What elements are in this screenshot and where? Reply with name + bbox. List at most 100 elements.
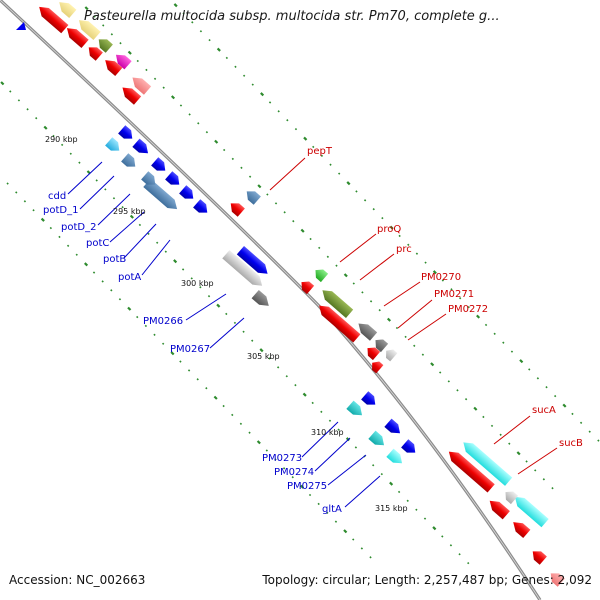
gene-label-PM0273[interactable]: PM0273: [262, 453, 302, 464]
gene-label-PM0266[interactable]: PM0266: [143, 316, 183, 327]
gene-label-pepT[interactable]: pepT: [307, 146, 333, 157]
gene-cyan-arrow[interactable]: [511, 493, 549, 528]
tick-mark: [188, 113, 191, 116]
tick-mark: [346, 181, 351, 186]
gene-cyan-arrow[interactable]: [460, 438, 513, 486]
tick-mark: [294, 127, 298, 131]
tick-mark: [265, 449, 268, 452]
gene-label-proQ[interactable]: proQ: [377, 224, 401, 235]
tick-mark: [242, 74, 246, 77]
gene-dgray-arrow[interactable]: [251, 289, 273, 310]
gene-steel-arrow[interactable]: [143, 178, 180, 214]
tick-mark: [545, 386, 548, 389]
gene-blue-arrow[interactable]: [401, 439, 419, 456]
gene-lgray-arrow[interactable]: [383, 347, 398, 362]
tick-mark: [493, 332, 496, 335]
gene-label-prc[interactable]: prc: [396, 244, 412, 255]
tick-mark: [510, 350, 514, 353]
gene-red-arrow[interactable]: [364, 344, 381, 361]
gene-steel-arrow[interactable]: [141, 171, 159, 188]
gene-label-gltA[interactable]: gltA: [322, 504, 342, 515]
tick-mark: [302, 392, 307, 397]
tick-mark: [320, 410, 323, 414]
gene-blue-arrow[interactable]: [165, 171, 183, 188]
gene-label-potC[interactable]: potC: [86, 238, 109, 249]
label-leader-lines: [67, 157, 558, 508]
gene-label-potD_2[interactable]: potD_2: [61, 222, 96, 233]
gene-steel-arrow[interactable]: [121, 153, 139, 170]
tick-mark: [84, 6, 89, 11]
gene-red-arrow[interactable]: [102, 56, 123, 77]
gene-khaki-arrow[interactable]: [75, 16, 101, 41]
tick-mark: [119, 42, 122, 45]
tick-mark: [571, 412, 574, 416]
gene-blue-arrow[interactable]: [179, 185, 197, 202]
gene-sky-arrow[interactable]: [105, 137, 123, 154]
gene-pink-arrow[interactable]: [547, 569, 565, 587]
gene-red-arrow[interactable]: [529, 547, 547, 565]
gene-red-arrow[interactable]: [298, 278, 315, 295]
gene-label-cdd[interactable]: cdd: [48, 191, 66, 202]
gene-khaki-arrow[interactable]: [56, 0, 77, 19]
gene-blue-arrow[interactable]: [151, 157, 169, 174]
gene-teal-arrow[interactable]: [346, 400, 365, 420]
tick-mark: [161, 342, 165, 345]
gene-dgray-arrow[interactable]: [355, 319, 378, 341]
gene-red-arrow[interactable]: [369, 359, 384, 374]
gene-steel-arrow[interactable]: [243, 187, 261, 205]
gene-olive-arrow[interactable]: [319, 286, 354, 318]
gene-blue-arrow[interactable]: [118, 125, 136, 142]
gene-dgray-arrow[interactable]: [372, 336, 389, 353]
tick-mark: [300, 228, 305, 233]
gene-label-potD_1[interactable]: potD_1: [43, 205, 78, 216]
gene-label-PM0274[interactable]: PM0274: [274, 467, 314, 478]
gene-lgray-arrow[interactable]: [222, 250, 265, 290]
kbp-label: 295 kbp: [113, 207, 146, 216]
gene-red-arrow[interactable]: [85, 43, 103, 61]
gene-magenta-arrow[interactable]: [112, 51, 132, 70]
gene-pink-arrow[interactable]: [129, 73, 152, 95]
gene-label-potB[interactable]: potB: [103, 254, 126, 265]
gene-red-arrow[interactable]: [63, 24, 89, 49]
gene-blue-arrow[interactable]: [236, 246, 271, 278]
leader-line: [314, 437, 351, 472]
gene-red-arrow[interactable]: [486, 497, 510, 520]
gene-label-PM0267[interactable]: PM0267: [170, 344, 210, 355]
gene-label-sucA[interactable]: sucA: [532, 405, 556, 416]
tick-mark: [343, 273, 348, 278]
gene-red-arrow[interactable]: [316, 301, 361, 343]
tick-mark: [441, 535, 444, 538]
gene-blue-arrow[interactable]: [193, 199, 211, 216]
gene-red-arrow[interactable]: [119, 83, 142, 105]
gene-red-arrow[interactable]: [227, 199, 245, 217]
gene-blue-arrow[interactable]: [361, 391, 379, 408]
leader-line: [339, 233, 377, 263]
tick-mark: [84, 262, 89, 267]
gene-lgray-arrow[interactable]: [502, 488, 519, 505]
tick-mark: [363, 199, 367, 202]
gene-olive-arrow[interactable]: [95, 35, 113, 53]
gene-blue-arrow[interactable]: [132, 138, 151, 158]
tick-mark: [43, 125, 48, 130]
tick-mark: [147, 232, 150, 236]
tick-mark: [208, 38, 211, 42]
gene-teal-arrow[interactable]: [368, 430, 387, 450]
tick-mark: [381, 216, 384, 220]
gene-red-arrow[interactable]: [445, 447, 495, 493]
gene-red-arrow[interactable]: [36, 3, 69, 34]
gene-green-arrow[interactable]: [312, 266, 329, 283]
gene-label-sucB[interactable]: sucB: [559, 438, 583, 449]
gene-label-potA[interactable]: potA: [118, 272, 141, 283]
kbp-label: 315 kbp: [375, 504, 408, 513]
leader-line: [269, 157, 306, 191]
gene-red-arrow[interactable]: [510, 518, 531, 539]
tick-mark: [407, 243, 410, 246]
gene-label-PM0270[interactable]: PM0270: [421, 272, 461, 283]
gene-cyan-arrow[interactable]: [386, 448, 405, 468]
gene-label-PM0271[interactable]: PM0271: [434, 289, 474, 300]
tick-mark: [398, 234, 401, 238]
gene-blue-arrow[interactable]: [384, 418, 403, 438]
gene-label-PM0275[interactable]: PM0275: [287, 481, 327, 492]
gene-label-PM0272[interactable]: PM0272: [448, 304, 488, 315]
tick-mark: [502, 341, 505, 344]
